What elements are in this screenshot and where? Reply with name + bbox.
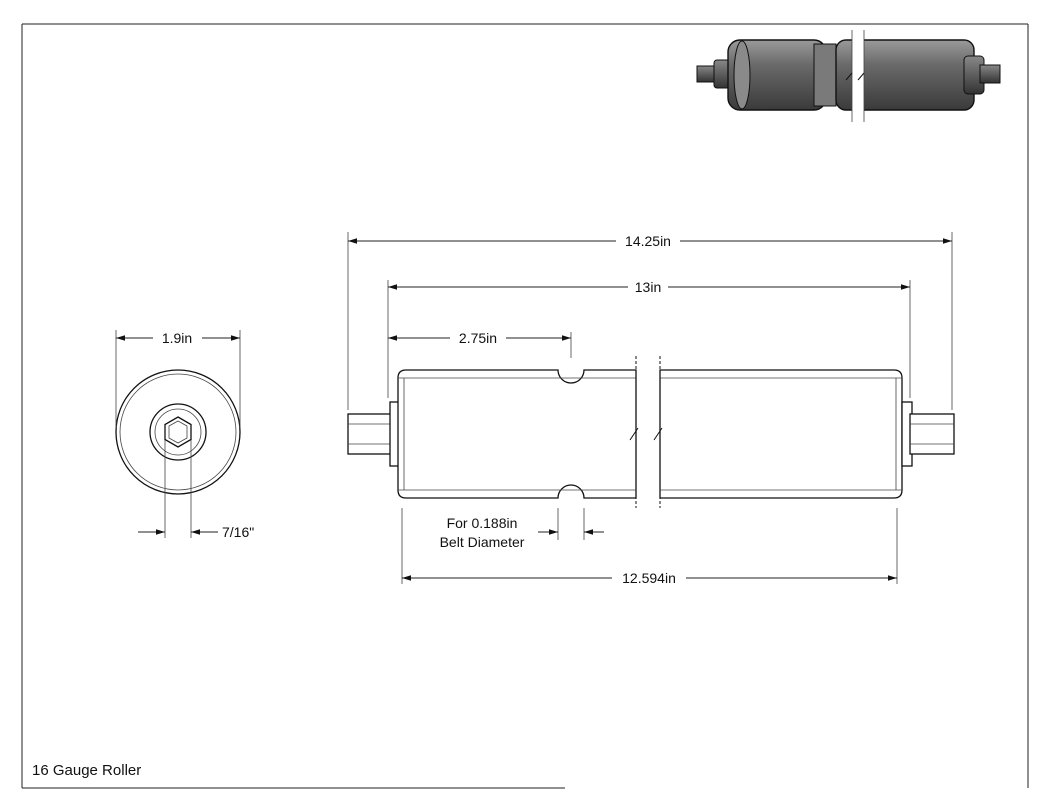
dim-diameter-label: 1.9in [162, 330, 192, 346]
dim-tube-length: 12.594in [401, 508, 898, 586]
dim-groove-offset-label: 2.75in [459, 330, 497, 346]
dim-hex: 7/16" [138, 440, 254, 540]
sheet-border [21, 23, 1029, 789]
groove-note-line1: For 0.188in [447, 515, 518, 531]
dim-hex-label: 7/16" [222, 524, 254, 540]
dim-diameter: 1.9in [115, 330, 241, 428]
dim-tube-length-label: 12.594in [622, 570, 676, 586]
dim-groove-offset: 2.75in [388, 330, 572, 358]
groove-note-line2: Belt Diameter [440, 534, 525, 550]
roller-side-view [347, 356, 955, 508]
dim-groove-width: For 0.188in Belt Diameter [440, 508, 604, 550]
dim-overall-length: 14.25in [347, 232, 953, 410]
roller-3d-thumbnail [696, 30, 1001, 122]
roller-end-view [115, 369, 241, 495]
drawing-title: 16 Gauge Roller [32, 762, 141, 779]
dim-overall-length-label: 14.25in [625, 233, 671, 249]
dim-between-frames-label: 13in [635, 279, 661, 295]
dim-between-frames: 13in [387, 279, 911, 398]
